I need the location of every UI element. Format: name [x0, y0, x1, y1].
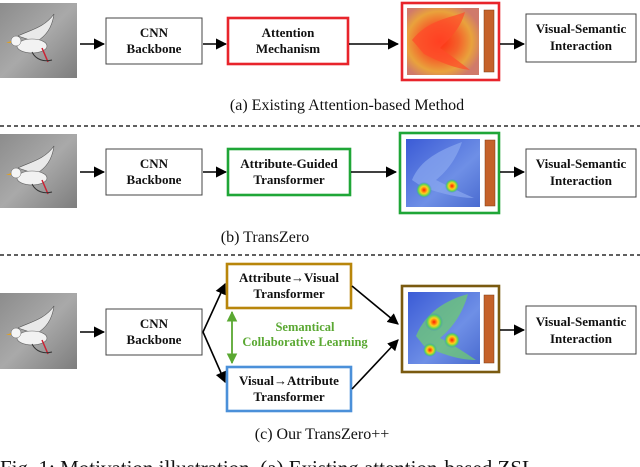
interaction-a-line1: Visual-Semantic: [536, 21, 627, 36]
caption-c: (c) Our TransZero++: [255, 426, 389, 443]
input-image-c: [0, 293, 77, 369]
collab-line1: Semantical: [275, 320, 335, 334]
v2a-line2: Transformer: [253, 389, 324, 404]
attention-heatmap-c: [400, 284, 501, 374]
interaction-c-line1: Visual-Semantic: [536, 314, 627, 329]
panel-a: CNN Backbone Attention Mechanism Visual-…: [0, 1, 637, 114]
backbone-a-line2: Backbone: [127, 41, 182, 56]
interaction-a-line2: Interaction: [550, 38, 613, 53]
transformer-b-line1: Attribute-Guided: [240, 156, 338, 171]
a2v-line2: Transformer: [253, 286, 324, 301]
attention-line2: Mechanism: [256, 41, 320, 56]
interaction-c-line2: Interaction: [550, 331, 613, 346]
backbone-c-line2: Backbone: [127, 332, 182, 347]
input-image-b: [0, 134, 77, 208]
v2a-line1: Visual→Attribute: [239, 373, 339, 388]
panel-c: CNN Backbone Attribute→Visual Transforme…: [0, 262, 637, 443]
interaction-b-line1: Visual-Semantic: [536, 156, 627, 171]
transformer-b-line2: Transformer: [253, 172, 324, 187]
attention-heatmap-b: [398, 131, 501, 215]
interaction-b-line2: Interaction: [550, 173, 613, 188]
caption-a: (a) Existing Attention-based Method: [230, 97, 464, 114]
backbone-a-line1: CNN: [140, 25, 169, 40]
attention-line1: Attention: [262, 25, 315, 40]
figure-caption: Fig. 1: Motivation illustration. (a) Exi…: [0, 456, 535, 467]
a2v-line1: Attribute→Visual: [239, 270, 339, 285]
backbone-b-line2: Backbone: [127, 172, 182, 187]
backbone-c-line1: CNN: [140, 316, 169, 331]
backbone-b-line1: CNN: [140, 156, 169, 171]
collab-line2: Collaborative Learning: [242, 335, 368, 349]
panel-b: CNN Backbone Attribute-Guided Transforme…: [0, 131, 637, 246]
caption-b: (b) TransZero: [221, 229, 309, 246]
input-image-a: [0, 3, 77, 78]
attention-heatmap-a: [400, 1, 501, 82]
